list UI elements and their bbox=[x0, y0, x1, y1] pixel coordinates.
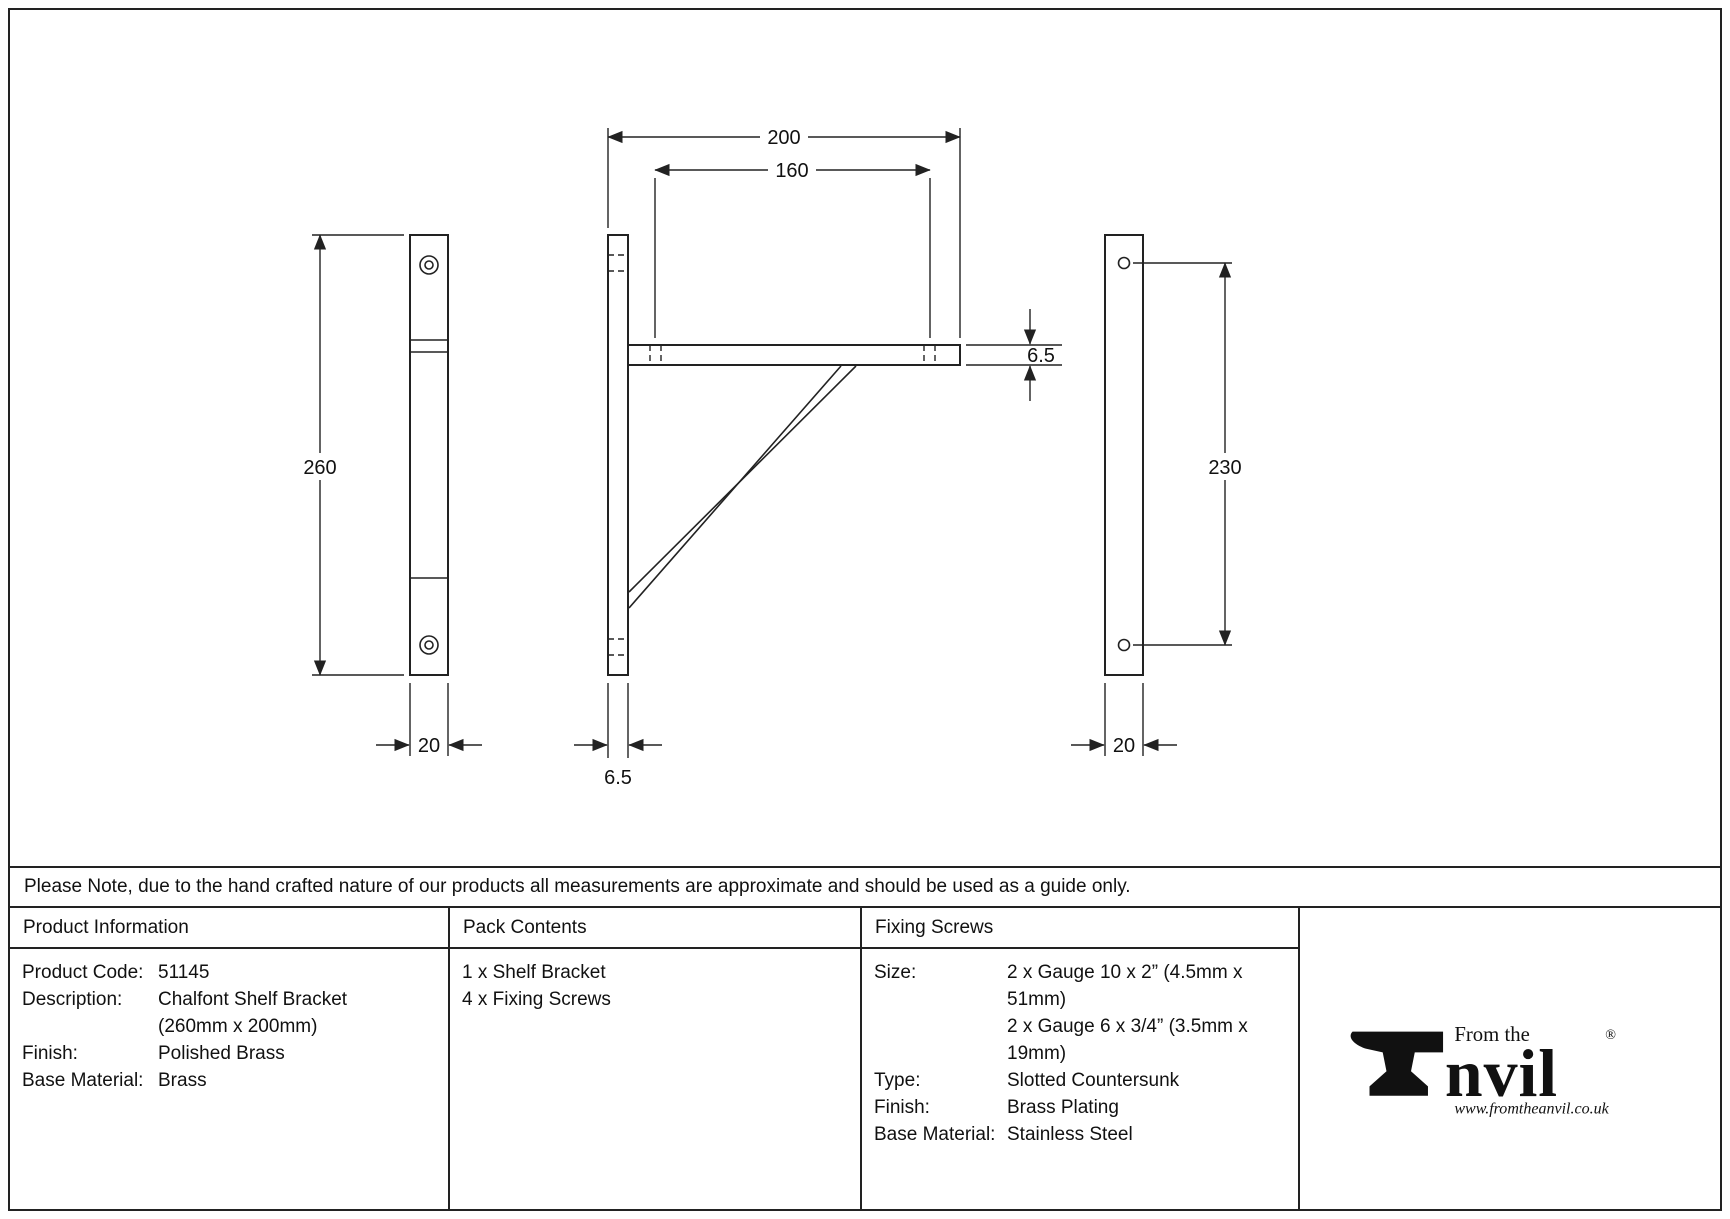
spec-table: Product Information Pack Contents Fixing… bbox=[10, 906, 1720, 1209]
measurement-note-text: Please Note, due to the hand crafted nat… bbox=[24, 876, 1131, 897]
dim-label-6-5-arm: 6.5 bbox=[1027, 345, 1055, 367]
dim-label-200: 200 bbox=[767, 127, 800, 149]
pack-item: 1 x Shelf Bracket bbox=[462, 962, 606, 983]
profile-view-drawing bbox=[607, 234, 961, 676]
screw-size-row: Size: 2 x Gauge 10 x 2” (4.5mm x 51mm) 2… bbox=[874, 962, 1248, 1064]
dim-label-6-5-plate: 6.5 bbox=[604, 767, 632, 789]
description-row: Description: Chalfont Shelf Bracket (260… bbox=[22, 989, 348, 1037]
dimension-arm-hole-spacing: 160 bbox=[654, 157, 931, 338]
pack-contents-header: Pack Contents bbox=[450, 908, 862, 949]
logo-from-the-text: From the bbox=[1454, 1024, 1529, 1046]
technical-drawing-area: 260 20 bbox=[10, 10, 1720, 866]
from-the-anvil-logo: From the nvil ® www.fromtheanvil.co.uk bbox=[1350, 1024, 1616, 1117]
dim-label-160: 160 bbox=[775, 160, 808, 182]
dim-label-20-right: 20 bbox=[1113, 735, 1135, 757]
dimension-side-height: 260 bbox=[296, 234, 404, 676]
dim-label-20-left: 20 bbox=[418, 735, 440, 757]
pack-contents-cell: 1 x Shelf Bracket 4 x Fixing Screws bbox=[450, 949, 862, 1209]
screw-finish-row: Finish: Brass Plating bbox=[874, 1097, 1119, 1118]
dim-label-230: 230 bbox=[1208, 457, 1241, 479]
fixing-screws-cell: Size: 2 x Gauge 10 x 2” (4.5mm x 51mm) 2… bbox=[862, 949, 1300, 1209]
product-code-row: Product Code: 51145 bbox=[22, 962, 210, 983]
dimension-back-hole-spacing: 230 bbox=[1133, 262, 1249, 646]
back-view-drawing bbox=[1104, 234, 1144, 676]
dimension-arm-length: 200 bbox=[607, 124, 961, 338]
fixing-screws-header: Fixing Screws bbox=[862, 908, 1300, 949]
logo-brand-text: nvil bbox=[1445, 1035, 1558, 1110]
logo-registered-mark: ® bbox=[1605, 1027, 1616, 1043]
dimension-back-width: 20 bbox=[1071, 683, 1177, 757]
dimension-plate-thickness: 6.5 bbox=[574, 683, 662, 789]
anvil-icon bbox=[1350, 1031, 1444, 1096]
brand-logo-cell: From the nvil ® www.fromtheanvil.co.uk bbox=[1300, 908, 1720, 1209]
base-material-row: Base Material: Brass bbox=[22, 1070, 207, 1091]
product-information-header: Product Information bbox=[10, 908, 450, 949]
shelf-bracket-drawing: 260 20 bbox=[296, 124, 1249, 789]
measurement-note: Please Note, due to the hand crafted nat… bbox=[10, 866, 1720, 906]
side-view-drawing bbox=[409, 234, 449, 676]
logo-website-text: www.fromtheanvil.co.uk bbox=[1454, 1100, 1609, 1117]
dim-label-260: 260 bbox=[303, 457, 336, 479]
page-frame: 260 20 bbox=[8, 8, 1722, 1211]
finish-row: Finish: Polished Brass bbox=[22, 1043, 285, 1064]
pack-item: 4 x Fixing Screws bbox=[462, 989, 611, 1010]
screw-base-material-row: Base Material: Stainless Steel bbox=[874, 1124, 1133, 1145]
dimension-arm-thickness: 6.5 bbox=[966, 309, 1062, 401]
dimension-side-width: 20 bbox=[376, 683, 482, 757]
screw-type-row: Type: Slotted Countersunk bbox=[874, 1070, 1180, 1091]
product-information-cell: Product Code: 51145 Description: Chalfon… bbox=[10, 949, 450, 1209]
